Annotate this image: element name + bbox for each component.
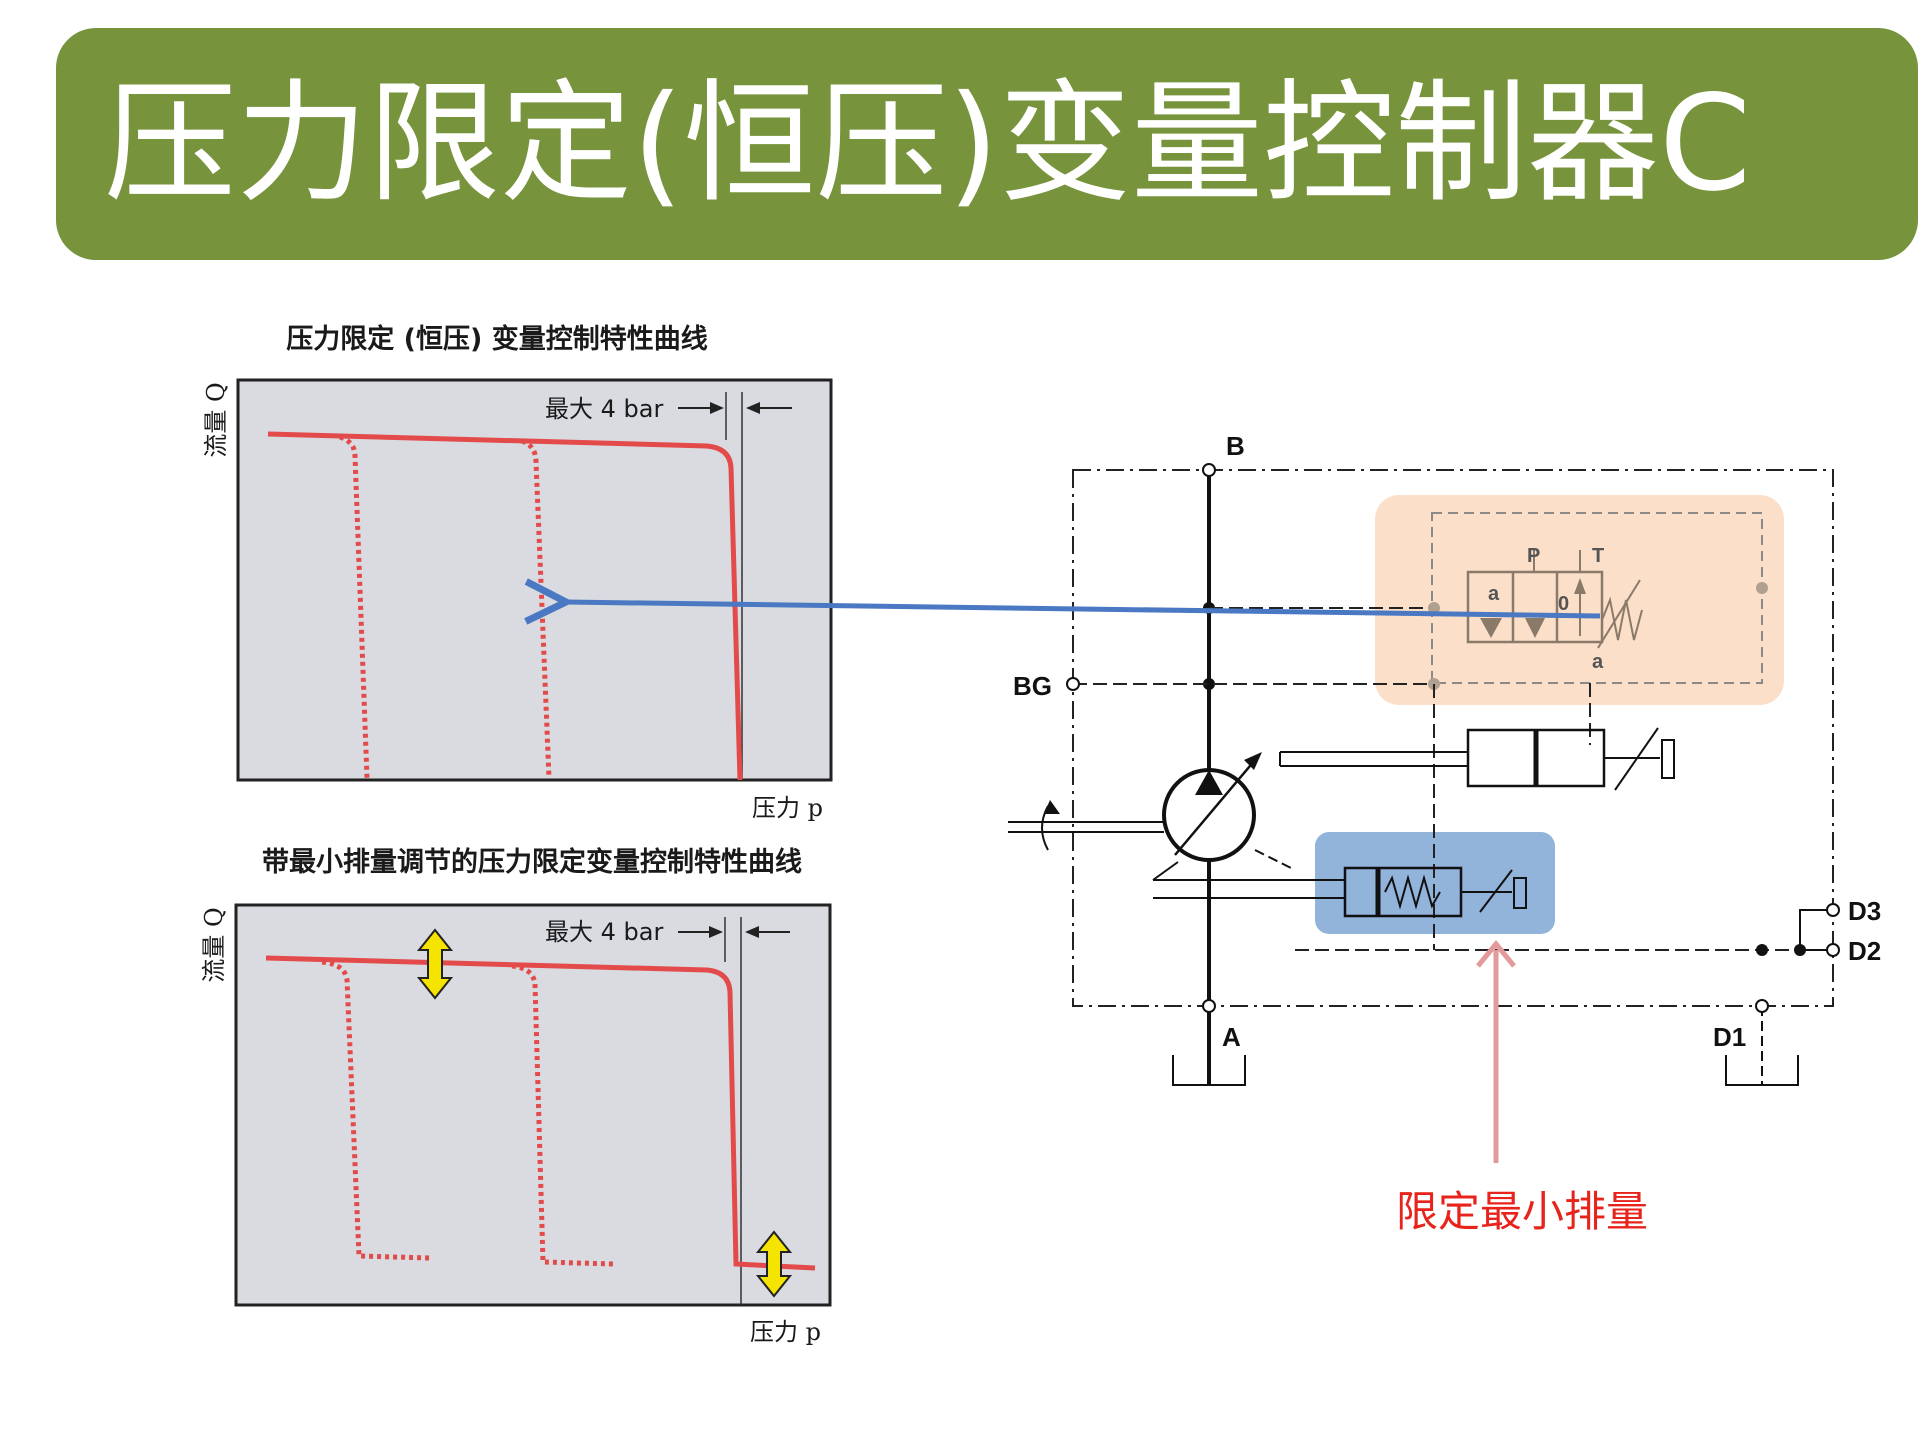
chart-top-xlabel: 压力 p xyxy=(752,794,823,822)
chart-top-main-curve xyxy=(267,431,743,781)
chart-bottom-main-curve xyxy=(265,955,816,1271)
title-bar: 压力限定(恒压)变量控制器C xyxy=(56,28,1918,260)
control-cylinder xyxy=(1279,727,1675,791)
chart-top: 压力限定 (恒压) 变量控制特性曲线 流量 Q 压力 p 最大 4 bar xyxy=(202,323,833,822)
adjust-double-arrow-icon-2 xyxy=(755,1230,793,1298)
chart-top-ylabel: 流量 Q xyxy=(202,382,230,457)
junction-dot-3 xyxy=(1428,602,1440,614)
port-d3-label: D3 xyxy=(1848,896,1881,926)
chart-bottom-annotation: 最大 4 bar xyxy=(545,918,663,946)
junction-dot-6 xyxy=(1756,944,1768,956)
variable-pump-symbol xyxy=(1008,752,1296,881)
port-b-dot xyxy=(1202,463,1216,477)
pressure-cutoff-valve: P T a 0 a xyxy=(1466,545,1643,673)
hydraulic-diagram: P T a 0 a xyxy=(1008,431,1881,1086)
chart-bottom-title: 带最小排量调节的压力限定变量控制特性曲线 xyxy=(262,846,802,878)
chart-bottom-dotted-curve-1 xyxy=(321,959,431,1261)
chart-top-dotted-curve-1 xyxy=(339,434,370,779)
junction-dot-5 xyxy=(1756,582,1768,594)
valve-label-a-bottom: a xyxy=(1592,651,1604,673)
valve-label-a: a xyxy=(1488,583,1500,605)
port-bg-label: BG xyxy=(1013,671,1052,701)
valve-port-t: T xyxy=(1592,545,1604,567)
chart-bottom: 带最小排量调节的压力限定变量控制特性曲线 流量 Q 压力 p 最大 4 bar xyxy=(200,846,832,1346)
pump-frame xyxy=(1072,469,1834,1007)
valve-label-0: 0 xyxy=(1558,593,1569,615)
tank-d1-icon xyxy=(1725,1055,1799,1086)
min-displacement-stop xyxy=(1153,866,1527,918)
valve-pilot-frame xyxy=(1431,512,1763,684)
chart-bottom-ylabel: 流量 Q xyxy=(200,907,228,982)
port-a-label: A xyxy=(1222,1022,1241,1052)
port-d2-label: D2 xyxy=(1848,936,1881,966)
port-d3-dot xyxy=(1826,903,1840,917)
chart-top-annotation: 最大 4 bar xyxy=(545,395,663,423)
chart-top-title: 压力限定 (恒压) 变量控制特性曲线 xyxy=(286,323,707,355)
junction-dot-2 xyxy=(1203,678,1215,690)
port-d1-dot xyxy=(1755,999,1769,1013)
chart-top-dotted-curve-2 xyxy=(521,438,552,779)
chart-bottom-dim-arrows xyxy=(678,926,790,938)
port-a-dot xyxy=(1202,999,1216,1013)
min-displacement-highlight xyxy=(1315,832,1555,934)
adjust-double-arrow-icon xyxy=(416,928,454,1000)
port-b-label: B xyxy=(1226,431,1245,461)
tank-a-icon xyxy=(1172,1055,1246,1086)
port-bg-dot xyxy=(1066,677,1080,691)
chart-top-dim-arrows xyxy=(678,402,792,414)
port-d2-dot xyxy=(1826,943,1840,957)
chart-bottom-xlabel: 压力 p xyxy=(750,1318,821,1346)
callout-min-displacement: 限定最小排量 xyxy=(1396,1187,1648,1236)
slide-title: 压力限定(恒压)变量控制器C xyxy=(104,67,1752,221)
callout-arrow xyxy=(1476,940,1516,1163)
port-d1-label: D1 xyxy=(1713,1022,1746,1052)
link-arrow xyxy=(566,602,1601,616)
valve-port-p: P xyxy=(1527,545,1540,567)
